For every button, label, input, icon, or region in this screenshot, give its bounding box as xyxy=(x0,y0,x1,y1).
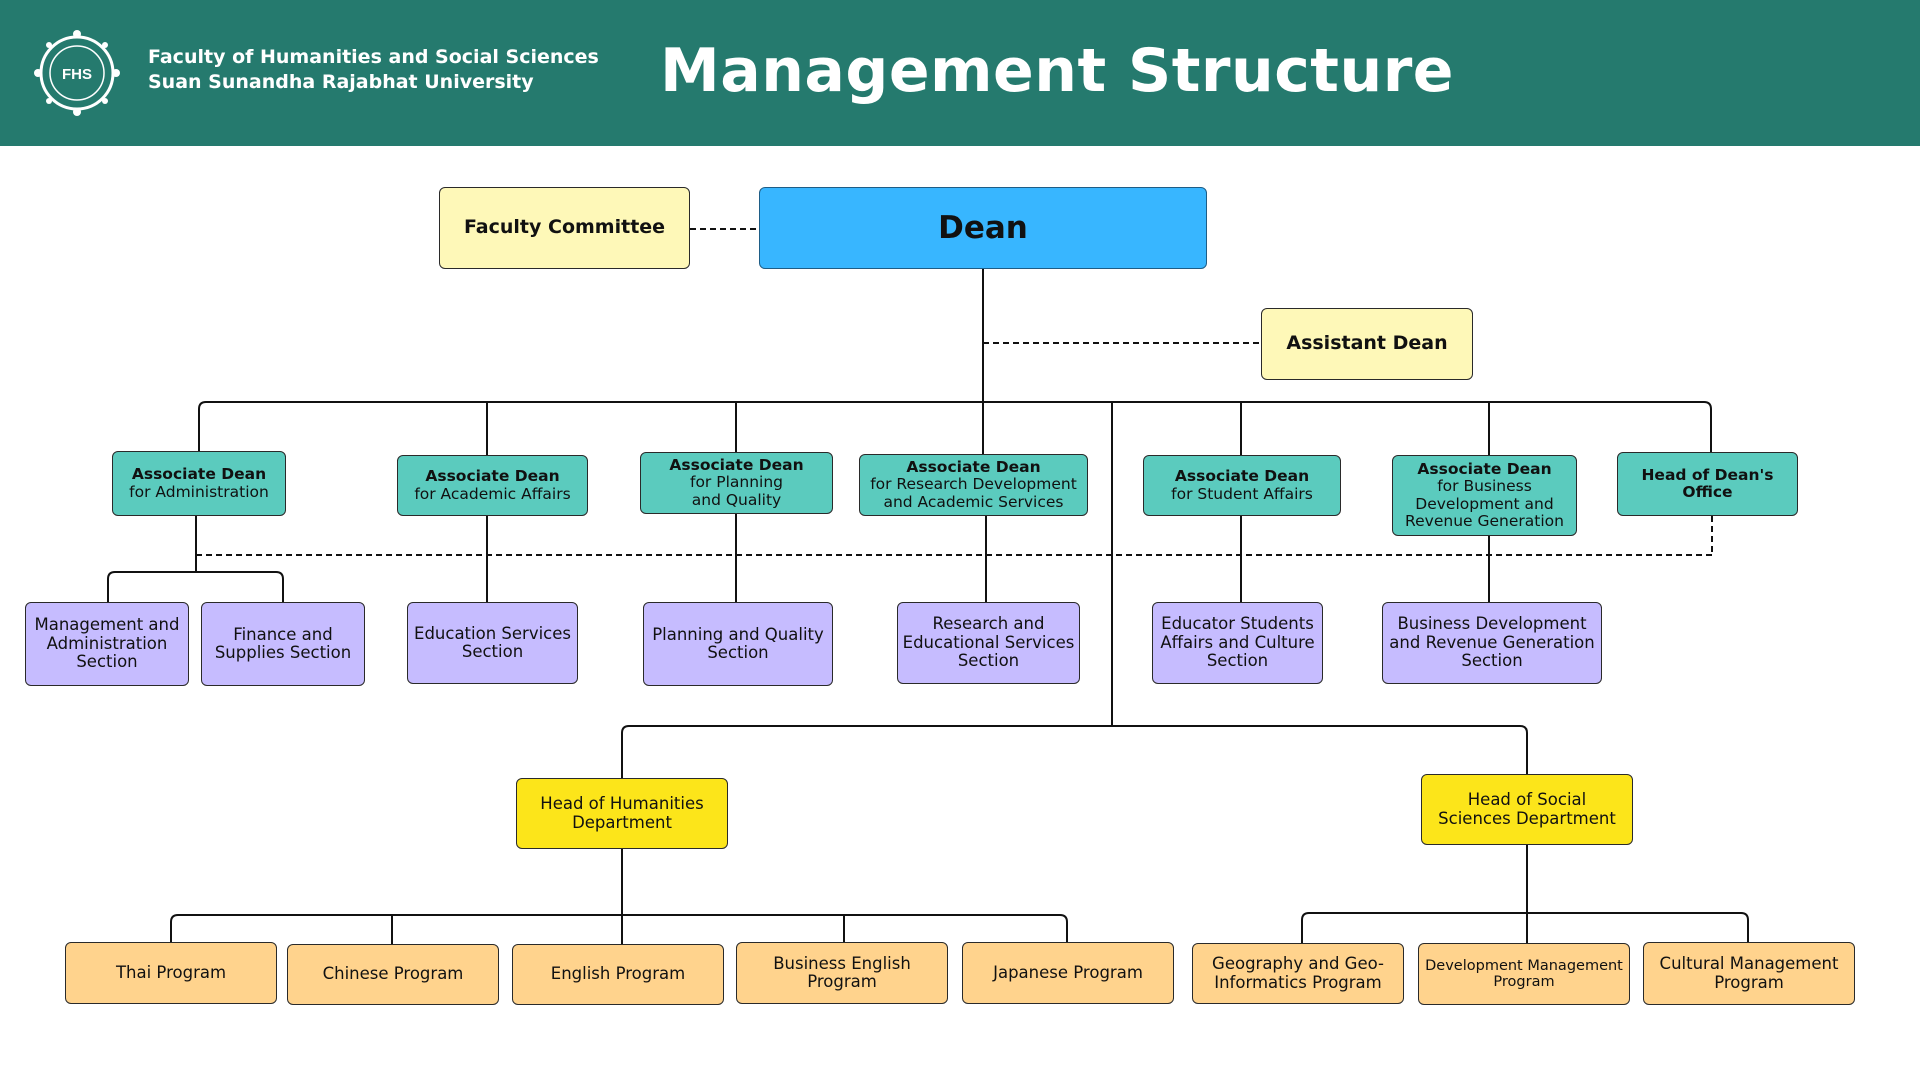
header-bar: FHS Faculty of Humanities and Social Sci… xyxy=(0,0,1920,146)
logo-text: FHS xyxy=(62,66,92,83)
section-business-revenue: Business Development and Revenue Generat… xyxy=(1382,602,1602,684)
associate-dean-research-academic: Associate Dean for Research Development … xyxy=(859,454,1088,516)
humanities-programs-bus xyxy=(170,914,1068,942)
program-business-english: Business English Program xyxy=(736,942,948,1004)
faculty-name: Faculty of Humanities and Social Science… xyxy=(148,46,599,68)
associate-dean-academic-affairs: Associate Dean for Academic Affairs xyxy=(397,455,588,516)
faculty-committee-box: Faculty Committee xyxy=(439,187,690,269)
section-educator-students-affairs: Educator Students Affairs and Culture Se… xyxy=(1152,602,1323,684)
program-thai: Thai Program xyxy=(65,942,277,1004)
program-japanese: Japanese Program xyxy=(962,942,1174,1004)
program-chinese: Chinese Program xyxy=(287,944,499,1005)
social-programs-bus xyxy=(1301,912,1749,943)
associates-bus xyxy=(198,401,1712,452)
admin-sections-fork xyxy=(107,571,284,602)
faculty-logo-icon: FHS xyxy=(34,30,120,116)
university-name: Suan Sunandha Rajabhat University xyxy=(148,71,534,93)
head-of-deans-office: Head of Dean's Office xyxy=(1617,452,1798,516)
associate-dean-business-revenue: Associate Dean for Business Development … xyxy=(1392,455,1577,536)
assistant-dean-box: Assistant Dean xyxy=(1261,308,1473,380)
program-geography-geoinformatics: Geography and Geo- Informatics Program xyxy=(1192,943,1404,1004)
dean-box: Dean xyxy=(759,187,1207,269)
associate-dean-student-affairs: Associate Dean for Student Affairs xyxy=(1143,455,1341,516)
section-planning-quality: Planning and Quality Section xyxy=(643,602,833,686)
program-cultural-management: Cultural Management Program xyxy=(1643,942,1855,1005)
head-social-sciences-department: Head of Social Sciences Department xyxy=(1421,774,1633,845)
section-education-services: Education Services Section xyxy=(407,602,578,684)
head-humanities-department: Head of Humanities Department xyxy=(516,778,728,849)
program-english: English Program xyxy=(512,944,724,1005)
page-title: Management Structure xyxy=(660,36,1454,106)
section-management-administration: Management and Administration Section xyxy=(25,602,189,686)
departments-bus xyxy=(621,725,1528,778)
program-development-management: Development Management Program xyxy=(1418,943,1630,1005)
associate-dean-administration: Associate Dean for Administration xyxy=(112,451,286,516)
associate-dean-planning-quality: Associate Dean for Planning and Quality xyxy=(640,452,833,514)
section-finance-supplies: Finance and Supplies Section xyxy=(201,602,365,686)
section-research-educational: Research and Educational Services Sectio… xyxy=(897,602,1080,684)
